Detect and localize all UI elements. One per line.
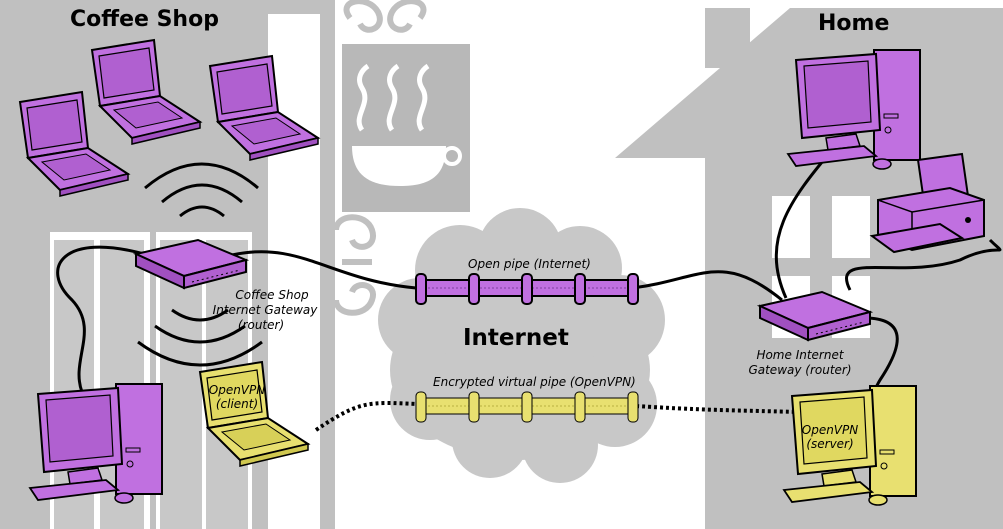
open-pipe-label: Open pipe (Internet) — [468, 257, 591, 271]
encrypted-pipe-label: Encrypted virtual pipe (OpenVPN) — [433, 375, 636, 389]
wifi-signal-icon — [137, 162, 263, 367]
vpn-tunnel-line — [314, 401, 801, 432]
open-pipe — [415, 273, 639, 305]
internet-label: Internet — [463, 325, 569, 351]
home-desktop-icon — [787, 49, 921, 170]
desktop-computer-icon — [29, 383, 163, 504]
encrypted-pipe — [415, 391, 639, 423]
svg-text:(server): (server) — [806, 437, 853, 451]
coffee-sign — [333, 0, 470, 316]
printer-icon — [869, 152, 985, 254]
vpn-server-label: OpenVPN (server) — [802, 423, 858, 451]
coffee-shop-title: Coffee Shop — [70, 7, 219, 32]
vpn-client-label: OpenVPN (client) — [209, 383, 265, 411]
svg-text:(client): (client) — [216, 397, 258, 411]
home-router-label: Home Internet Gateway (router) — [748, 348, 851, 377]
svg-text:OpenVPN: OpenVPN — [209, 383, 265, 397]
svg-text:Internet Gateway: Internet Gateway — [213, 303, 319, 317]
svg-text:OpenVPN: OpenVPN — [802, 423, 858, 437]
svg-text:(router): (router) — [238, 318, 284, 332]
home-title: Home — [818, 11, 889, 36]
coffee-router-label: Coffee Shop Internet Gateway (router) — [213, 288, 319, 332]
svg-text:Coffee Shop: Coffee Shop — [235, 288, 309, 302]
svg-text:Gateway (router): Gateway (router) — [748, 363, 851, 377]
svg-text:Home Internet: Home Internet — [756, 348, 844, 362]
